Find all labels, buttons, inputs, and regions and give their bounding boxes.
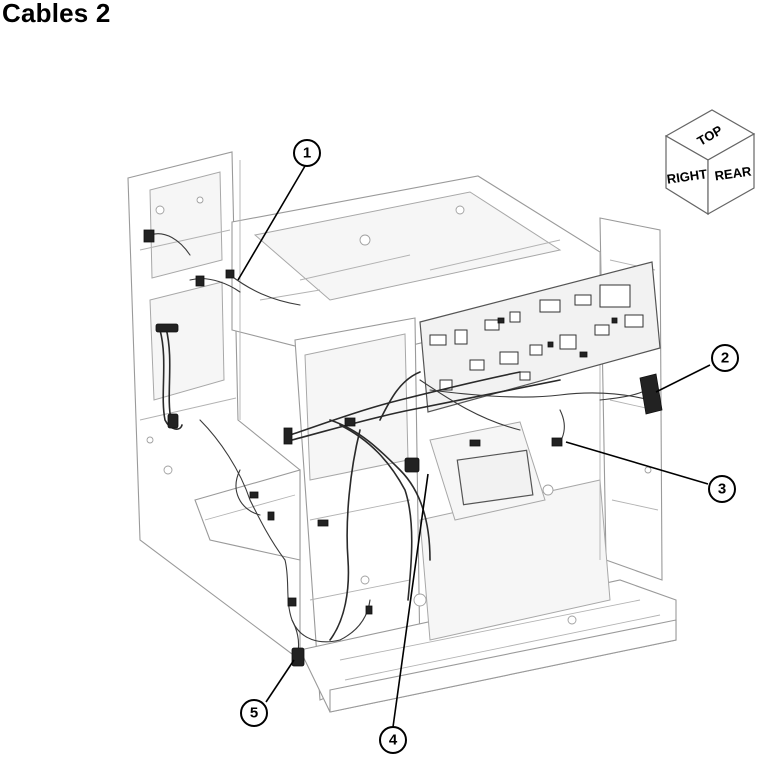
cube-rear-label: REAR <box>714 163 753 183</box>
controller-board <box>419 261 661 413</box>
callout-2: 2 <box>711 344 739 372</box>
callout-5-label: 5 <box>250 705 258 722</box>
callout-5: 5 <box>240 699 268 727</box>
cube-right-label: RIGHT <box>666 166 708 186</box>
orientation-cube: TOP RIGHT REAR <box>664 109 756 216</box>
leader-line-2 <box>655 364 711 393</box>
callout-3-label: 3 <box>718 481 726 498</box>
callout-4-label: 4 <box>389 732 398 749</box>
callout-1-label: 1 <box>303 145 311 162</box>
cable-harnesses <box>143 229 663 667</box>
leader-lines <box>237 165 711 728</box>
cube-rear-face <box>707 132 755 216</box>
leader-line-5 <box>265 659 295 703</box>
printer-frame <box>127 151 677 713</box>
leader-line-1 <box>237 165 306 281</box>
leader-line-3 <box>565 441 709 485</box>
callout-4: 4 <box>379 726 407 754</box>
callout-2-label: 2 <box>721 350 729 367</box>
callout-3: 3 <box>708 475 736 503</box>
callout-1: 1 <box>293 139 321 167</box>
leader-line-4 <box>392 473 429 728</box>
page-title: Cables 2 <box>2 0 111 28</box>
